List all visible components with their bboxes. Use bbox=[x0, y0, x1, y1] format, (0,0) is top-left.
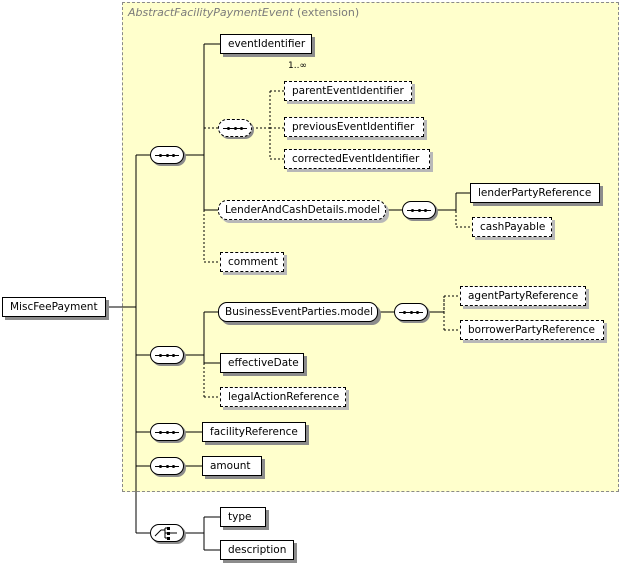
element-event-identifier[interactable]: eventIdentifier bbox=[220, 34, 312, 54]
extension-type-name: AbstractFacilityPaymentEvent bbox=[128, 6, 294, 19]
borrower-party-reference-label: borrowerPartyReference bbox=[468, 323, 595, 336]
description-label: description bbox=[228, 543, 287, 556]
sequence-compositor-facility[interactable] bbox=[150, 423, 184, 441]
sequence-compositor-lender[interactable] bbox=[402, 201, 436, 219]
sequence-compositor-parties[interactable] bbox=[150, 346, 184, 364]
sequence-compositor-business-parties[interactable] bbox=[394, 303, 428, 321]
choice-compositor[interactable] bbox=[150, 524, 184, 542]
element-legal-action-reference[interactable]: legalActionReference bbox=[220, 387, 346, 407]
type-label: type bbox=[228, 510, 252, 523]
group-lender-and-cash-details-model[interactable]: LenderAndCashDetails.model bbox=[218, 200, 386, 220]
element-lender-party-reference[interactable]: lenderPartyReference bbox=[470, 183, 600, 203]
cash-payable-label: cashPayable bbox=[480, 220, 546, 233]
group-business-event-parties-model[interactable]: BusinessEventParties.model bbox=[218, 302, 378, 322]
legal-action-reference-label: legalActionReference bbox=[228, 390, 340, 403]
agent-party-reference-label: agentPartyReference bbox=[468, 289, 579, 302]
root-label: MiscFeePayment bbox=[10, 300, 98, 313]
element-cash-payable[interactable]: cashPayable bbox=[472, 217, 552, 237]
element-facility-reference[interactable]: facilityReference bbox=[202, 422, 306, 442]
sequence-compositor-event-ids[interactable] bbox=[218, 119, 252, 137]
element-borrower-party-reference[interactable]: borrowerPartyReference bbox=[460, 320, 604, 340]
element-comment[interactable]: comment bbox=[220, 252, 284, 272]
corrected-event-identifier-label: correctedEventIdentifier bbox=[292, 152, 420, 165]
effective-date-label: effectiveDate bbox=[228, 356, 299, 369]
element-agent-party-reference[interactable]: agentPartyReference bbox=[460, 286, 586, 306]
event-identifier-multiplicity: 1..∞ bbox=[288, 61, 307, 71]
element-amount[interactable]: amount bbox=[202, 456, 262, 476]
business-event-parties-model-label: BusinessEventParties.model bbox=[225, 305, 373, 318]
extension-suffix: (extension) bbox=[296, 6, 360, 19]
comment-label: comment bbox=[228, 255, 278, 268]
sequence-compositor-amount[interactable] bbox=[150, 457, 184, 475]
extension-title: AbstractFacilityPaymentEvent (extension) bbox=[128, 6, 359, 19]
element-corrected-event-identifier[interactable]: correctedEventIdentifier bbox=[284, 149, 430, 169]
amount-label: amount bbox=[210, 459, 251, 472]
element-description[interactable]: description bbox=[220, 540, 294, 560]
element-effective-date[interactable]: effectiveDate bbox=[220, 353, 304, 373]
choice-icon bbox=[154, 527, 177, 540]
element-type[interactable]: type bbox=[220, 507, 266, 527]
lender-party-reference-label: lenderPartyReference bbox=[478, 186, 592, 199]
previous-event-identifier-label: previousEventIdentifier bbox=[292, 120, 415, 133]
event-identifier-label: eventIdentifier bbox=[228, 37, 306, 50]
root-element-misc-fee-payment[interactable]: MiscFeePayment bbox=[2, 297, 106, 317]
facility-reference-label: facilityReference bbox=[210, 425, 298, 438]
parent-event-identifier-label: parentEventIdentifier bbox=[292, 84, 404, 97]
sequence-compositor-main[interactable] bbox=[150, 146, 184, 164]
element-previous-event-identifier[interactable]: previousEventIdentifier bbox=[284, 117, 424, 137]
element-parent-event-identifier[interactable]: parentEventIdentifier bbox=[284, 81, 412, 101]
lender-and-cash-details-model-label: LenderAndCashDetails.model bbox=[225, 203, 381, 216]
